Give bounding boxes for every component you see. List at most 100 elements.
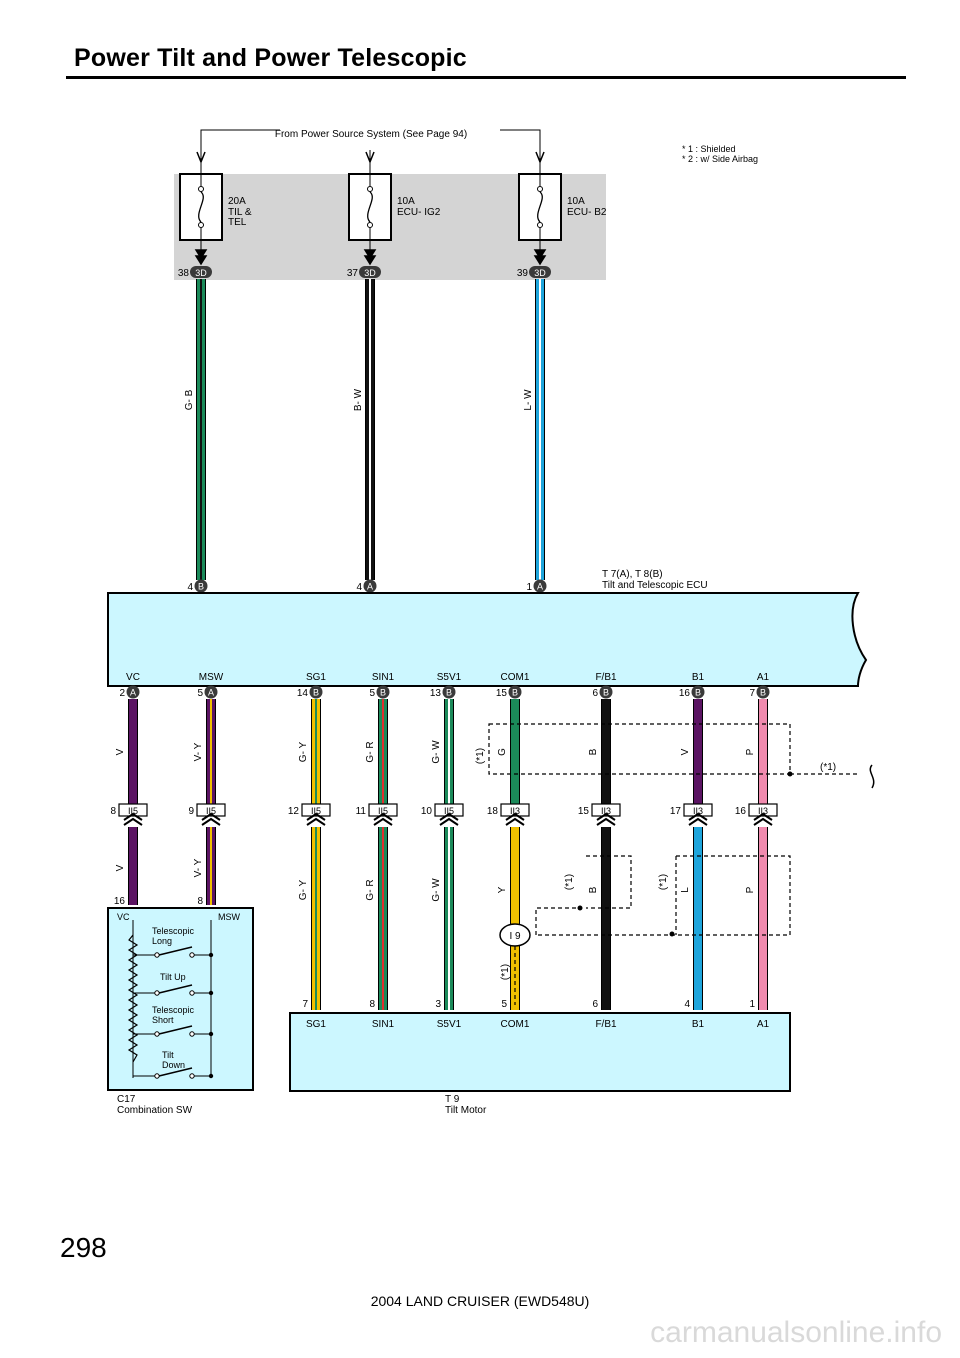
- signal-wire-lower-stripe: [210, 827, 212, 905]
- wire-color-label: P: [745, 886, 756, 893]
- ecu-connector-pin: 1: [526, 582, 532, 593]
- ecu-connector: [204, 685, 218, 699]
- fuse-output-arrow: [533, 249, 547, 260]
- fuse-terminal: [198, 186, 204, 192]
- junction-connector: [196, 803, 226, 817]
- signal-wire-upper: [759, 699, 767, 808]
- junction-connector-3d-conn: 3D: [534, 268, 546, 278]
- junction-connector: [683, 803, 713, 817]
- switch-blade: [158, 984, 193, 994]
- junction-connector-label: II3: [601, 806, 611, 816]
- signal-wire-upper: [129, 699, 137, 808]
- motor-terminal-label: A1: [757, 1019, 770, 1030]
- power-wire-stripe: [539, 279, 541, 580]
- signal-wire-lower-stripe: [448, 827, 450, 1010]
- combination-switch: [107, 907, 254, 1091]
- junction-connector-3d: [359, 266, 381, 278]
- junction-connector: [368, 803, 398, 817]
- ecu-connector-pin: 4: [356, 582, 362, 593]
- ecu-name: Tilt and Telescopic ECU: [602, 580, 708, 591]
- ecu-connector: [376, 685, 390, 699]
- junction-connector-label: II3: [693, 806, 703, 816]
- wire-color-label: V- Y: [193, 742, 204, 761]
- wire-color-label: G- B: [184, 389, 195, 410]
- switch-blade: [158, 1025, 193, 1035]
- wire-color-label: B: [588, 748, 599, 755]
- power-source-label: From Power Source System (See Page 94): [275, 129, 467, 140]
- footer-model: 2004 LAND CRUISER (EWD548U): [370, 1293, 590, 1309]
- junction-connector-pin: 10: [421, 806, 433, 817]
- shield-b1-a1: [536, 855, 791, 936]
- switch-label: Telescopic: [152, 926, 195, 936]
- junction-connector-label: II5: [378, 806, 388, 816]
- junction-connector-label: II5: [128, 806, 138, 816]
- junction-connector-pin: 16: [735, 806, 747, 817]
- ecu-connector-pin: 6: [592, 688, 598, 699]
- fuse-output-arrow: [363, 249, 377, 260]
- shield-junction-dot: [787, 771, 793, 777]
- fuse-output-arrow: [363, 255, 377, 266]
- tilt-motor: [289, 1012, 791, 1092]
- fuse-name: ECU- B2: [567, 207, 607, 218]
- junction-connector-label: II5: [311, 806, 321, 816]
- signal-wire-upper-stripe: [210, 699, 212, 808]
- page-number: 298: [60, 1232, 107, 1263]
- fuse-name: TEL: [228, 217, 247, 228]
- junction-connector-chevron: [505, 812, 525, 821]
- component-pin: 4: [684, 999, 690, 1010]
- component-pin: 5: [501, 999, 507, 1010]
- signal-wire-upper: [694, 699, 702, 808]
- fuse-terminal: [537, 186, 543, 192]
- switch-label: Tilt: [162, 1050, 174, 1060]
- wire-color-label: V: [680, 748, 691, 755]
- junction-connector-3d-pin: 37: [347, 268, 359, 279]
- switch-label: Down: [162, 1060, 185, 1070]
- junction-connector-3d: [190, 266, 212, 278]
- ecu-terminal-label: F/B1: [595, 672, 617, 683]
- junction-connector-pin: 8: [110, 806, 116, 817]
- ecu-terminal-label: SG1: [306, 672, 326, 683]
- signal-wire-lower: [129, 827, 137, 905]
- junction-connector-3d-conn: 3D: [195, 268, 207, 278]
- junction-connector-3d: [529, 266, 551, 278]
- junction-connector-chevron: [123, 817, 143, 826]
- ecu-connector-conn: B: [512, 688, 518, 698]
- fuse-rating: 10A: [567, 196, 585, 207]
- fuse-rating: 10A: [397, 196, 415, 207]
- junction-connector: [591, 803, 621, 817]
- signal-wire-upper-stripe: [382, 699, 384, 808]
- shield-label: (*1): [564, 874, 575, 890]
- fuse-name: TIL &: [228, 207, 252, 218]
- tilt-telescopic-ecu: [107, 592, 868, 687]
- fuse-terminal: [537, 222, 543, 228]
- junction-connector-chevron: [688, 812, 708, 821]
- ecu-connector: [194, 579, 208, 593]
- signal-wire-upper: [511, 699, 519, 808]
- wire-color-label: G- Y: [298, 879, 309, 900]
- power-wire-stripe: [200, 279, 202, 580]
- shield-junction-dot: [577, 905, 583, 911]
- fuse-terminal: [367, 186, 373, 192]
- ecu-connector-conn: A: [130, 688, 136, 698]
- ecu-id: T 7(A), T 8(B): [602, 569, 663, 580]
- ground-point-label: I 9: [509, 931, 521, 942]
- wire-color-label: Y: [497, 886, 508, 893]
- component-name: Combination SW: [117, 1105, 193, 1116]
- junction-connector-pin: 9: [188, 806, 194, 817]
- ecu-connector-conn: A: [367, 582, 373, 592]
- note-text: * 1 : Shielded: [682, 144, 736, 154]
- switch-label: Tilt Up: [160, 972, 186, 982]
- junction-connector: [434, 803, 464, 817]
- wire-color-label: G- Y: [298, 741, 309, 762]
- fuse-element: [537, 191, 543, 223]
- ecu-connector-pin: 15: [496, 688, 508, 699]
- junction-connector-pin: 11: [356, 806, 367, 817]
- component-pin: 7: [302, 999, 308, 1010]
- motor-terminal-label: S5V1: [437, 1019, 462, 1030]
- switch-label: Telescopic: [152, 1005, 195, 1015]
- ecu-connector-conn: A: [208, 688, 214, 698]
- ecu-connector: [599, 685, 613, 699]
- switch-label: Long: [152, 936, 172, 946]
- switch-contact: [154, 1073, 160, 1079]
- fuse-rating: 20A: [228, 196, 246, 207]
